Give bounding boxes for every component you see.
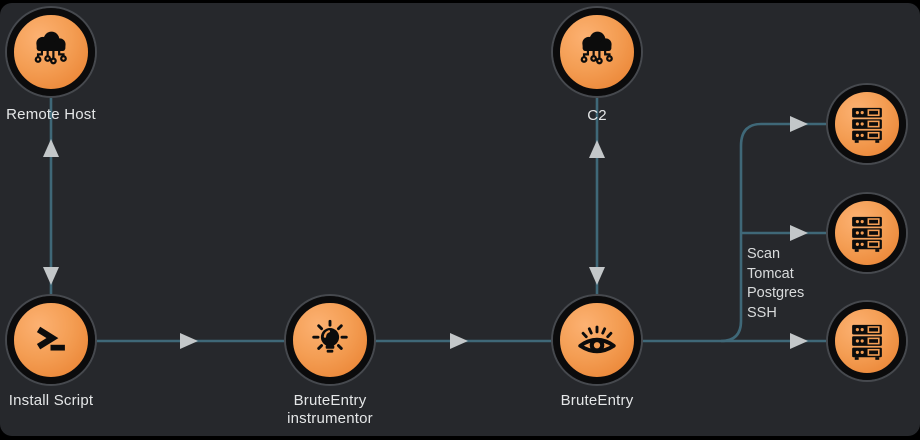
node-label-bruteentry: BruteEntry bbox=[560, 392, 634, 409]
node-remote-host-wrap: Remote Host bbox=[6, 8, 96, 123]
node-bruteentry-wrap: BruteEntry bbox=[553, 296, 641, 409]
node-server-1-wrap bbox=[828, 85, 906, 163]
cloud-circuit-icon bbox=[34, 31, 67, 65]
node-label-remote-host: Remote Host bbox=[6, 106, 96, 123]
terminal-icon bbox=[36, 326, 65, 351]
node-bruteentry-instrumentor-wrap: BruteEntry instrumentor bbox=[286, 296, 374, 427]
server-icon bbox=[852, 324, 882, 360]
edge-label-line: Scan bbox=[747, 246, 781, 262]
node-label-c2: C2 bbox=[587, 107, 607, 124]
node-label-install-script: Install Script bbox=[8, 392, 94, 409]
node-bruteentry-instrumentor[interactable] bbox=[286, 296, 374, 384]
node-server-3[interactable] bbox=[828, 302, 906, 380]
node-server-3-wrap bbox=[828, 302, 906, 380]
node-bruteentry[interactable] bbox=[553, 296, 641, 384]
node-remote-host[interactable] bbox=[7, 8, 95, 96]
server-icon bbox=[852, 107, 882, 143]
edge-label-line: Tomcat bbox=[747, 265, 794, 282]
edge-label-line: SSH bbox=[747, 304, 777, 321]
server-icon bbox=[852, 216, 882, 252]
node-server-2-wrap bbox=[828, 194, 906, 272]
graph-panel bbox=[0, 3, 920, 436]
node-c2-wrap: C2 bbox=[553, 8, 641, 124]
cloud-circuit-icon bbox=[580, 31, 613, 65]
node-server-1[interactable] bbox=[828, 85, 906, 163]
lightbulb-icon bbox=[312, 319, 348, 353]
node-install-script-wrap: Install Script bbox=[7, 296, 95, 409]
node-server-2[interactable] bbox=[828, 194, 906, 272]
eye-icon bbox=[578, 325, 616, 354]
edge-label-scan-services: Scan Tomcat Postgres SSH bbox=[747, 245, 804, 323]
node-label-bruteentry-instrumentor: BruteEntry instrumentor bbox=[287, 392, 373, 427]
node-c2[interactable] bbox=[553, 8, 641, 96]
edge-label-line: Postgres bbox=[747, 285, 805, 301]
node-install-script[interactable] bbox=[7, 296, 95, 384]
